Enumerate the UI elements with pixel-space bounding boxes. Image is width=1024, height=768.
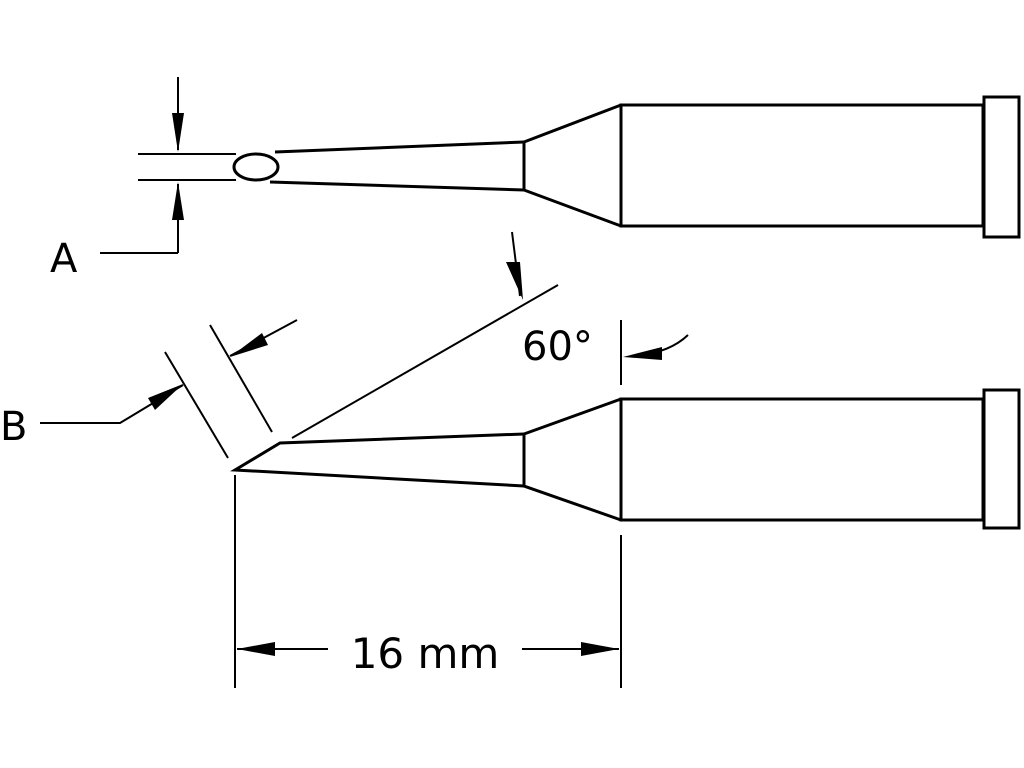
dim-a-label: A bbox=[50, 236, 78, 282]
dim-b-arrow1-icon bbox=[148, 384, 183, 410]
angle-ref-line bbox=[291, 284, 559, 439]
side-view: 60° B 16 mm bbox=[0, 231, 1021, 688]
length-arrow-right-icon bbox=[581, 642, 619, 656]
angle-arrow2-icon bbox=[623, 347, 662, 360]
length-label: 16 mm bbox=[351, 629, 500, 678]
dim-a-arrow-top-icon bbox=[172, 113, 184, 152]
top-view: A bbox=[50, 77, 1021, 282]
top-tip-upper bbox=[274, 140, 525, 154]
top-taper bbox=[522, 103, 622, 228]
top-shank bbox=[619, 103, 985, 228]
top-tip-lower bbox=[269, 180, 525, 192]
dim-b-ext-1 bbox=[164, 351, 229, 459]
side-end-cap bbox=[982, 388, 1021, 530]
dim-b-leader bbox=[40, 384, 184, 424]
side-taper bbox=[522, 397, 622, 522]
angle-label: 60° bbox=[522, 324, 593, 370]
side-shank bbox=[619, 397, 985, 522]
dim-b-ext-2 bbox=[209, 324, 273, 433]
angle-arrow-icon bbox=[506, 262, 523, 300]
top-end-cap bbox=[982, 95, 1021, 239]
dim-b-arrow2-icon bbox=[230, 333, 268, 357]
top-tip-end bbox=[232, 152, 280, 182]
side-tip-bevel bbox=[230, 432, 525, 488]
dim-b-label: B bbox=[0, 404, 27, 450]
length-arrow-left-icon bbox=[237, 642, 275, 656]
dim-a-arrow-bottom-icon bbox=[172, 182, 184, 220]
